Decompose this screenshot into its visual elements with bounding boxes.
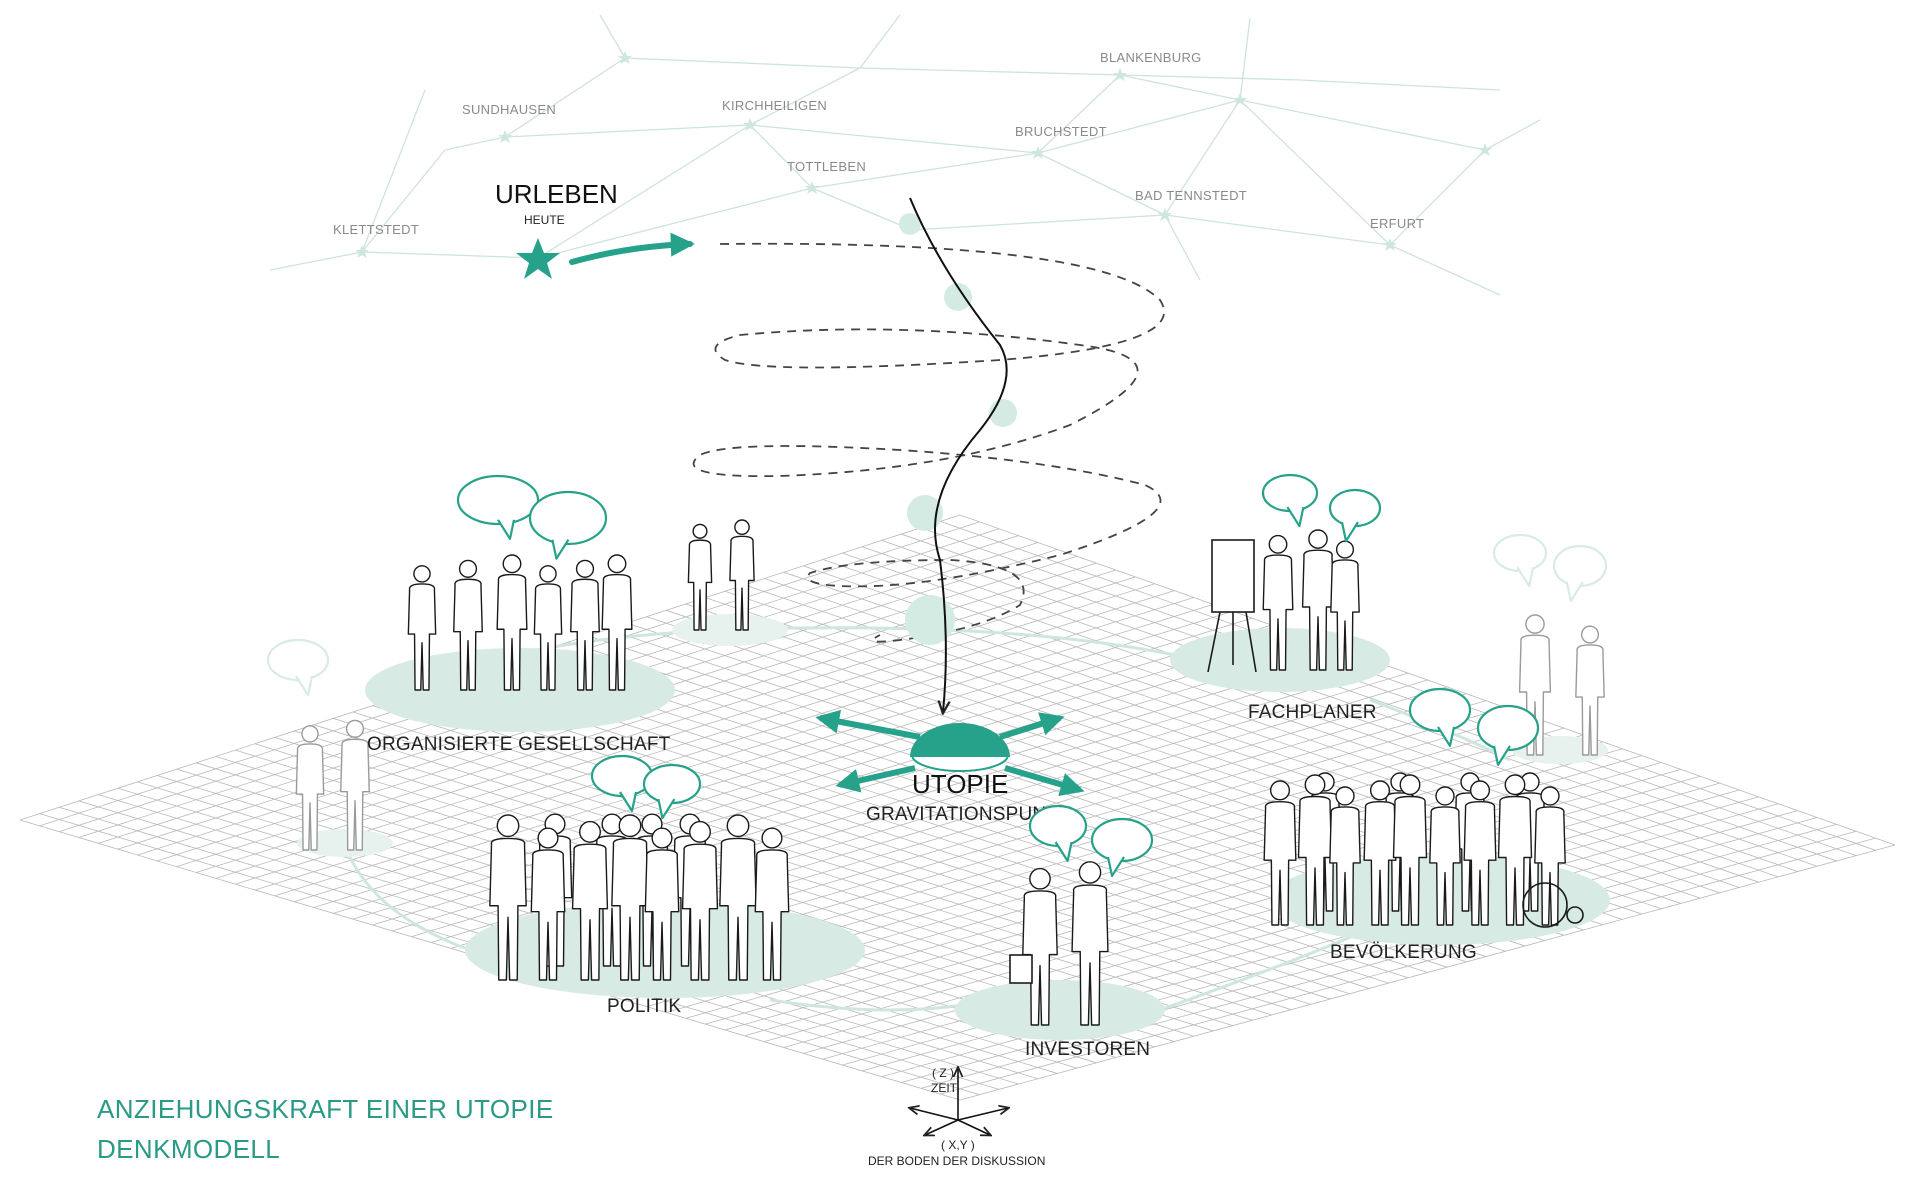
axis-indicator xyxy=(910,1068,1008,1135)
group-label-fachplaner: FACHPLANER xyxy=(1248,702,1377,723)
axis-xy-label: ( X,Y ) xyxy=(941,1138,975,1152)
origin-node: URLEBEN HEUTE xyxy=(495,179,695,279)
group-label-bevoelkerung: BEVÖLKERUNG xyxy=(1330,942,1477,963)
origin-title: URLEBEN xyxy=(495,179,618,209)
person-silhouette xyxy=(1263,780,1297,926)
person-silhouette xyxy=(570,559,600,691)
person-silhouette xyxy=(754,827,790,981)
center-subtitle: GRAVITATIONSPUNKT xyxy=(866,804,1071,825)
person-silhouette xyxy=(1329,786,1361,926)
town-labels: SUNDHAUSEN KIRCHHEILIGEN BLANKENBURG BRU… xyxy=(333,50,1424,237)
person-silhouette xyxy=(571,820,609,981)
caption-line-1: ANZIEHUNGSKRAFT EINER UTOPIE xyxy=(97,1094,554,1124)
person-silhouette xyxy=(1575,625,1605,756)
person-silhouette xyxy=(1301,529,1335,671)
platform-investoren xyxy=(955,980,1165,1040)
person-silhouette xyxy=(530,827,566,981)
person-silhouette xyxy=(687,523,713,631)
gravity-spiral xyxy=(692,242,1165,643)
group-label-organisierte: ORGANISIERTE GESELLSCHAFT xyxy=(367,734,671,755)
origin-arrow xyxy=(569,232,695,265)
axis-z-label: ( Z ) xyxy=(932,1066,954,1080)
spiral-bubbles xyxy=(899,213,1017,645)
town-label-tottleben: TOTTLEBEN xyxy=(787,159,866,174)
person-silhouette xyxy=(1497,774,1533,926)
wheelchair-icon xyxy=(1522,882,1584,928)
person-silhouette xyxy=(1330,540,1360,671)
person-silhouette xyxy=(533,565,563,691)
group-labels: ORGANISIERTE GESELLSCHAFT POLITIK INVEST… xyxy=(367,702,1477,1060)
person-silhouette xyxy=(729,519,755,631)
speech-bubble-icon xyxy=(1552,544,1608,603)
speech-bubble-icon xyxy=(528,490,608,560)
speech-bubble-icon xyxy=(590,754,654,813)
gravity-path xyxy=(909,197,1008,712)
speech-bubble-icon xyxy=(1328,488,1382,543)
town-markers xyxy=(355,51,1492,258)
person-silhouette xyxy=(489,814,527,981)
person-silhouette xyxy=(1262,534,1294,671)
person-silhouette xyxy=(1071,861,1109,1026)
person-silhouette xyxy=(1429,786,1461,926)
utopia-center: UTOPIE GRAVITATIONSPUNKT xyxy=(815,709,1085,825)
speech-bubble-icon xyxy=(456,474,540,540)
speech-bubble-icon xyxy=(1492,533,1548,588)
person-silhouette xyxy=(1022,867,1058,1026)
town-label-kirchheiligen: KIRCHHEILIGEN xyxy=(722,98,827,113)
speech-bubble-icon xyxy=(1028,804,1088,863)
town-label-bruchstedt: BRUCHSTEDT xyxy=(1015,124,1107,139)
person-silhouette xyxy=(719,814,757,981)
speech-bubble-icon xyxy=(266,638,330,697)
speech-bubble-icon xyxy=(1261,473,1319,528)
speech-bubbles xyxy=(266,473,1608,878)
person-silhouette xyxy=(681,820,719,981)
town-label-sundhausen: SUNDHAUSEN xyxy=(462,102,556,117)
person-silhouette xyxy=(407,565,437,691)
person-silhouette xyxy=(1392,774,1428,926)
group-label-politik: POLITIK xyxy=(607,996,681,1017)
caption-line-2: DENKMODELL xyxy=(97,1134,280,1164)
town-label-blankenburg: BLANKENBURG xyxy=(1100,50,1202,65)
person-silhouette xyxy=(644,827,680,981)
flipchart-easel xyxy=(1207,539,1257,673)
person-silhouette xyxy=(601,554,633,691)
group-label-investoren: INVESTOREN xyxy=(1025,1039,1150,1060)
person-silhouette xyxy=(453,559,483,691)
person-silhouette xyxy=(1363,780,1397,926)
town-label-klettstedt: KLETTSTEDT xyxy=(333,222,419,237)
person-silhouette xyxy=(1534,786,1566,926)
person-silhouette xyxy=(295,725,325,851)
axis-z-caption: ZEIT xyxy=(931,1081,958,1095)
person-silhouette xyxy=(496,554,528,691)
town-network xyxy=(269,14,1541,296)
speech-bubble-icon xyxy=(1476,704,1540,766)
center-title: UTOPIE xyxy=(912,769,1008,799)
person-silhouette xyxy=(340,719,370,851)
axis-xy-caption: DER BODEN DER DISKUSSION xyxy=(868,1154,1045,1168)
people-silhouettes xyxy=(295,519,1605,1026)
origin-subtitle: HEUTE xyxy=(524,213,565,227)
speech-bubble-icon xyxy=(642,763,702,820)
person-silhouette xyxy=(1297,774,1333,926)
briefcase-icon xyxy=(1009,954,1033,984)
star-icon xyxy=(516,238,560,279)
town-label-erfurt: ERFURT xyxy=(1370,216,1424,231)
speech-bubble-icon xyxy=(1408,687,1472,748)
person-silhouette xyxy=(611,814,649,981)
town-label-bad-tennstedt: BAD TENNSTEDT xyxy=(1135,188,1247,203)
speech-bubble-icon xyxy=(1090,817,1154,878)
person-silhouette xyxy=(1463,780,1497,926)
